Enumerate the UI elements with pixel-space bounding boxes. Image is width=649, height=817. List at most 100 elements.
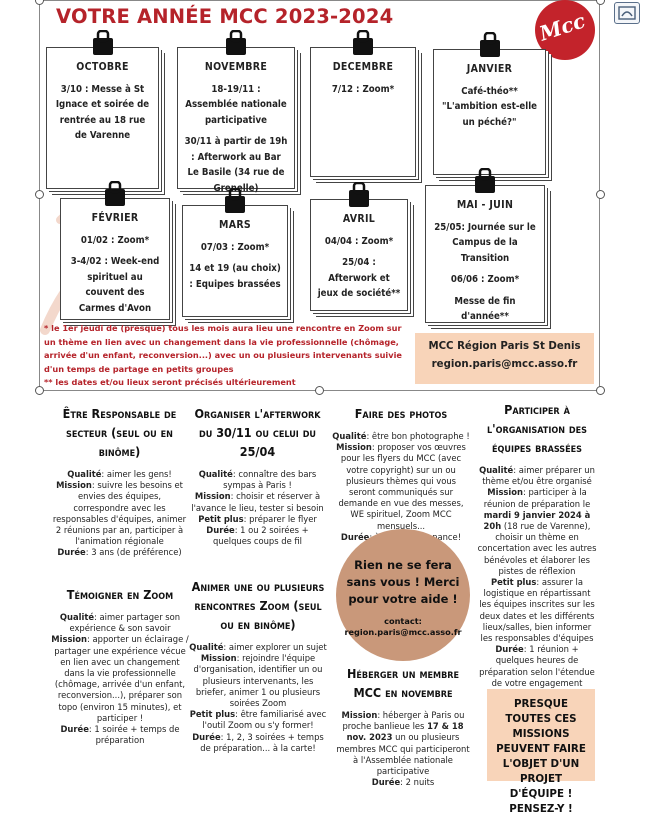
text-qualite: : aimer préparer un thème et/ou être org… [482,465,595,487]
month-event: Messe de fin d'année** [454,295,516,323]
resize-handle-bottom-left[interactable] [35,386,44,395]
text-petit-plus: : être familiarisé avec l'outil Zoom ou … [202,709,327,731]
month-note-mai-juin: MAI - JUIN 25/05: Journée sur le Campus … [425,168,545,323]
section-organiser-afterwork: Organiser l'afterwork du 30/11 ou celui … [190,404,325,547]
resize-handle-bottom-middle[interactable] [315,386,324,395]
region-box: MCC Région Paris St Denis region.paris@m… [415,333,594,384]
section-temoigner-zoom: Témoigner en Zoom Qualité: aimer partage… [50,585,190,746]
month-note-avril: AVRIL 04/04 : Zoom* 25/04 : Afterwork et… [310,182,408,311]
clipboard-clip-icon [475,168,495,193]
cta-circle: Rien ne se fera sans vous ! Merci pour v… [336,529,470,661]
footnotes: * le 1er jeudi de (presque) tous les moi… [44,322,414,390]
month-event: 06/06 : Zoom* [450,274,520,285]
text-petit-plus: : préparer le flyer [243,513,317,524]
label-petit-plus: Petit plus [490,577,537,588]
resize-handle-bottom-right[interactable] [596,386,605,395]
clipboard-clip-icon [349,182,369,207]
month-event: 3/10 : Messe à St Ignace et soirée de re… [55,83,150,142]
text-duree: : 1 réunion + quelques heures de prépara… [479,644,595,688]
text-qualite: : aimer explorer un sujet [223,642,327,652]
project-note-text: Presque toutes ces missions peuvent fair… [496,698,586,815]
footnote-zoom: * le 1er jeudi de (presque) tous les moi… [44,323,402,374]
clipboard-clip-icon [479,32,500,57]
clipboard-clip-icon [226,30,246,55]
month-note-decembre: DECEMBRE 7/12 : Zoom* [310,30,416,177]
month-note-fevrier: FÉVRIER 01/02 : Zoom* 3-4/02 : Week-end … [60,181,170,320]
month-event: Café-théo** "L'ambition est-elle un péch… [441,85,538,128]
label-duree: Durée [206,525,235,536]
section-title: Participer à l'organisation des équipes … [486,402,587,455]
label-petit-plus: Petit plus [189,709,236,720]
label-qualite: Qualité [332,431,367,441]
text-qualite: : aimer les gens! [101,469,172,479]
label-mission: Mission [341,710,378,720]
section-title: Héberger un membre MCC en novembre [346,666,460,700]
label-duree: Durée [371,777,401,788]
label-mission: Mission [194,491,231,502]
month-title: NOVEMBRE [204,61,268,73]
month-title: JANVIER [466,63,513,75]
label-qualite: Qualité [198,469,233,479]
month-event: 3-4/02 : Week-end spirituel au couvent d… [70,256,160,314]
section-responsable-secteur: Être Responsable de secteur (seul ou en … [52,404,187,559]
resize-handle-top-left[interactable] [35,0,44,5]
month-title: MARS [219,219,251,231]
label-qualite: Qualité [67,469,102,479]
resize-handle-middle-left[interactable] [35,190,44,199]
month-event: 04/04 : Zoom* [324,235,394,247]
month-note-mars: MARS 07/03 : Zoom* 14 et 19 (au choix) :… [182,188,288,317]
month-note-novembre: NOVEMBRE 18-19/11 : Assemblée nationale … [177,30,295,194]
month-title: DECEMBRE [332,61,394,73]
label-qualite: Qualité [59,612,95,622]
text-mission: : rejoindre l'équipe d'organisation, ide… [193,653,323,709]
section-title: Faire des photos [354,406,448,421]
cta-contact-email[interactable]: region.paris@mcc.asso.fr [344,627,462,637]
text-mission-date: mardi 9 janvier 2024 à 20h [483,509,591,532]
month-note-octobre: OCTOBRE 3/10 : Messe à St Ignace et soir… [46,30,159,189]
label-mission: Mission [487,487,523,498]
text-duree: : 1 soirée + temps de préparation [88,724,180,746]
label-duree: Durée [495,644,524,655]
fix-image-icon [618,6,636,20]
clipboard-clip-icon [92,30,113,55]
region-email[interactable]: region.paris@mcc.asso.fr [431,359,578,370]
section-heberger-membre: Héberger un membre MCC en novembre Missi… [333,664,473,788]
month-event: 14 et 19 (au choix) : Equipes brassées [189,263,281,290]
region-name: MCC Région Paris St Denis [428,341,581,352]
logo-text: Mcc [536,8,589,46]
label-mission: Mission [200,653,237,664]
text-mission: : participer à la réunion de préparation… [483,487,591,509]
text-duree: : 3 ans (de préférence) [85,547,182,558]
image-layout-button[interactable] [614,2,640,24]
label-duree: Durée [60,724,89,735]
label-duree: Durée [340,531,370,542]
month-event: 07/03 : Zoom* [200,241,270,253]
section-title: Animer une ou plusieurs rencontres Zoom … [191,579,325,632]
resize-handle-middle-right[interactable] [596,190,605,199]
text-mission: : choisir et réserver à l'avance le lieu… [191,491,324,513]
cta-contact-label: contact: [384,616,422,626]
section-equipes-brassees: Participer à l'organisation des équipes … [477,400,597,689]
label-duree: Durée [192,731,221,742]
text-mission: : héberger à Paris ou proche banlieue le… [342,710,465,732]
text-qualite: : être bon photographe ! [366,431,470,441]
month-event: 25/05: Journée sur le Campus de la Trans… [434,221,536,264]
label-petit-plus: Petit plus [198,513,244,524]
text-duree: : 1, 2, 3 soirées + temps de préparation… [200,731,324,753]
footnote-dates: ** les dates et/ou lieux seront précisés… [44,377,296,387]
section-animer-rencontres: Animer une ou plusieurs rencontres Zoom … [188,577,328,754]
section-faire-photos: Faire des photos Qualité: être bon photo… [332,404,470,543]
label-duree: Durée [57,547,86,558]
text-mission: : proposer vos œuvres pour les flyers du… [338,442,466,531]
month-event: 18-19/11 : Assemblée nationale participa… [185,83,287,126]
month-title: MAI - JUIN [456,199,514,211]
text-mission-end: (18 rue de Varenne), choisir un thème en… [477,521,597,576]
label-mission: Mission [336,442,372,453]
label-mission: Mission [51,634,88,645]
clipboard-clip-icon [225,188,245,213]
resize-handle-top-right[interactable] [596,0,605,5]
page-title: VOTRE ANNÉE MCC 2023-2024 [56,5,394,28]
text-mission-dates: 17 & 18 nov. 2023 [346,721,464,743]
month-title: OCTOBRE [76,61,129,73]
text-mission-end: un ou plusieurs membres MCC qui particip… [336,732,470,777]
